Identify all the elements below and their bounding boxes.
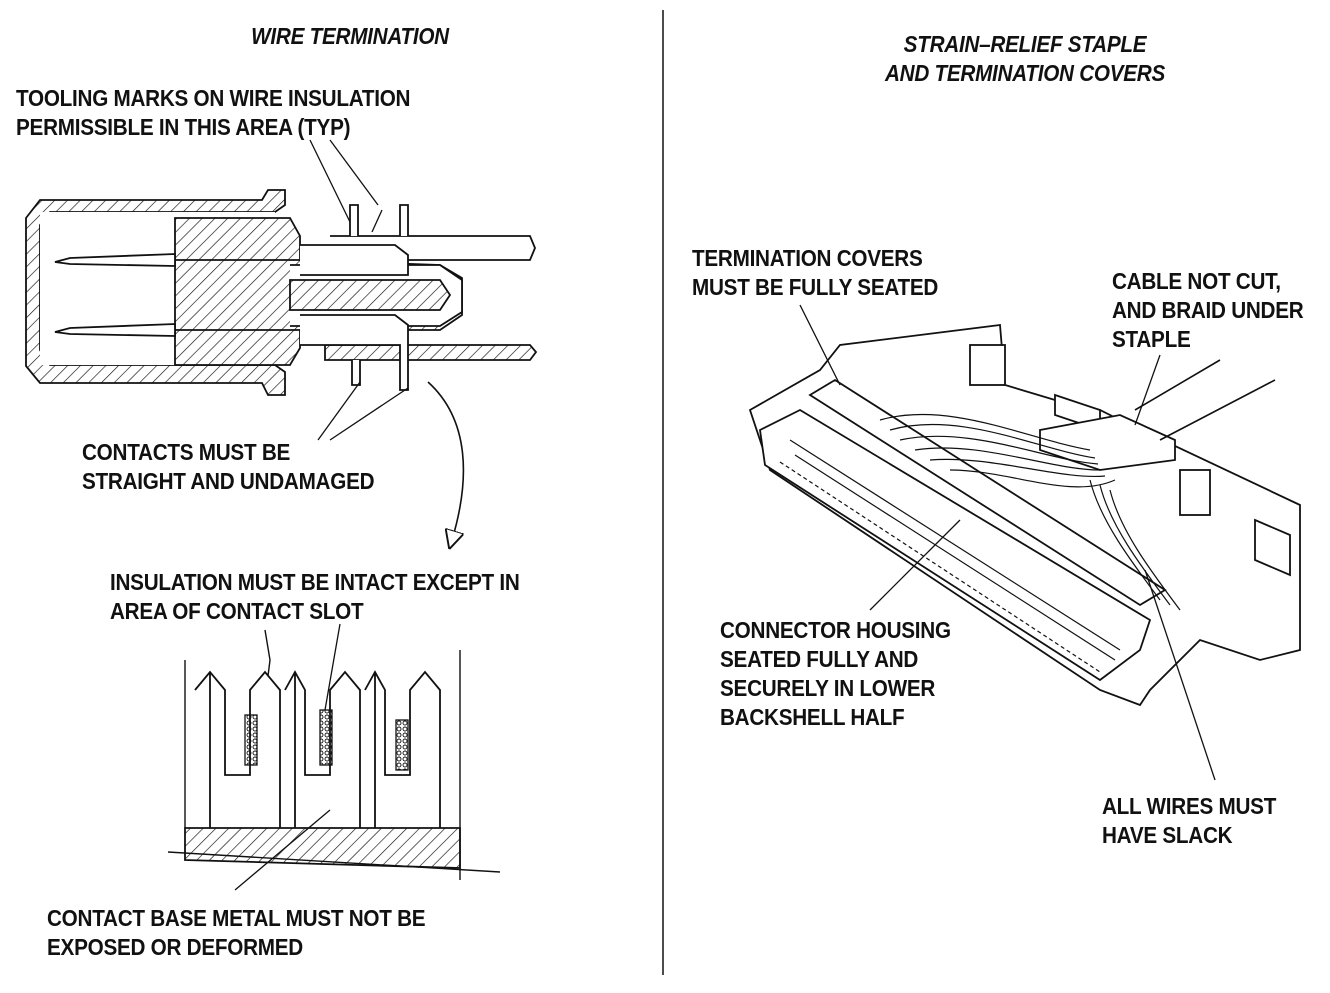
- right-panel-title: STRAIN–RELIEF STAPLE AND TERMINATION COV…: [884, 31, 1166, 86]
- contact-fork-2: [284, 670, 361, 828]
- contacts-label: CONTACTS MUST BE STRAIGHT AND UNDAMAGED: [82, 439, 375, 494]
- cable-label: CABLE NOT CUT, AND BRAID UNDER STAPLE: [1112, 268, 1304, 352]
- base-metal-label: CONTACT BASE METAL MUST NOT BE EXPOSED O…: [47, 905, 426, 960]
- contact-slot-detail: [167, 623, 501, 891]
- boss-2: [1179, 469, 1211, 516]
- slack-label: ALL WIRES MUST HAVE SLACK: [1102, 793, 1277, 848]
- covers-label: TERMINATION COVERS MUST BE FULLY SEATED: [692, 245, 939, 300]
- housing-label: CONNECTOR HOUSING SEATED FULLY AND SECUR…: [720, 617, 951, 730]
- upper-wire: [330, 235, 536, 261]
- boss-1: [969, 344, 1006, 386]
- contact-fork-3: [364, 670, 441, 828]
- lower-wire: [324, 344, 538, 361]
- contact-base-strip: [184, 827, 461, 869]
- insulation-label: INSULATION MUST BE INTACT EXCEPT IN AREA…: [110, 569, 520, 624]
- contact-fork-1: [194, 670, 281, 828]
- strain-relief-staple: [1039, 414, 1176, 471]
- backshell-assembly: [748, 304, 1301, 781]
- left-panel-title: WIRE TERMINATION: [251, 23, 449, 49]
- cable: [1134, 359, 1276, 441]
- wire-termination-section: [25, 139, 538, 441]
- zoom-arrow: [427, 381, 465, 540]
- tooling-marks-label: TOOLING MARKS ON WIRE INSULATION PERMISS…: [16, 85, 411, 140]
